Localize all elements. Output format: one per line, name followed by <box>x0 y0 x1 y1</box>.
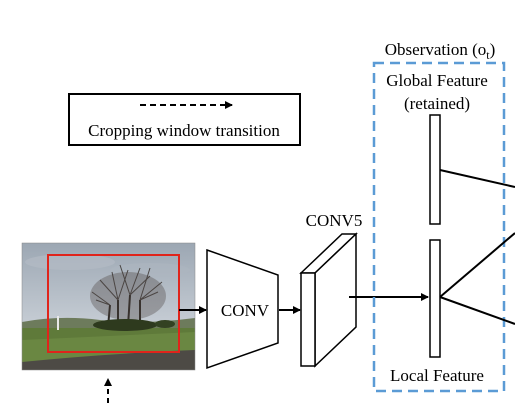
global-feature-vector <box>429 114 441 225</box>
global-feature-label: Global Feature <box>386 71 488 90</box>
legend-box: Cropping window transition <box>68 93 301 146</box>
crop-window <box>47 254 180 353</box>
legend-label: Cropping window transition <box>88 121 280 140</box>
input-photo <box>22 243 195 370</box>
observation-box <box>372 61 506 393</box>
local-feature-vector <box>429 239 441 358</box>
local-feature-label: Local Feature <box>390 366 484 385</box>
conv5-block: CONV5 <box>299 211 363 368</box>
observation-title: Observation (ot) <box>385 40 496 62</box>
global-feature-retained-label: (retained) <box>404 94 470 113</box>
conv5-label: CONV5 <box>306 211 363 230</box>
outgoing-connections <box>439 169 515 325</box>
conv-block: CONV <box>206 248 279 370</box>
conv-label: CONV <box>221 301 270 320</box>
photo-border <box>21 242 196 371</box>
